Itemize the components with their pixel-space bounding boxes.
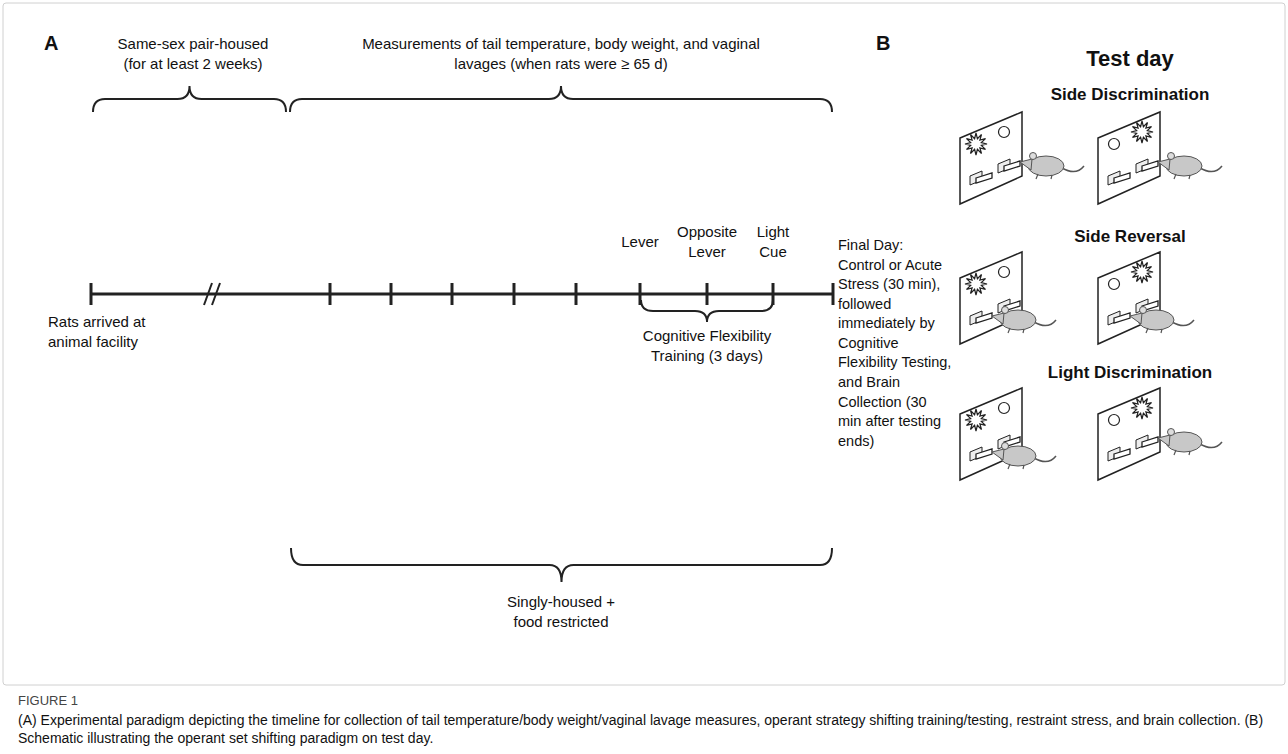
chamber-wall [1098,112,1160,204]
operant-chamber [1098,112,1222,204]
rat-head [1158,435,1170,446]
timeline-tick [329,283,332,305]
curly-brace [93,86,286,112]
lever [1114,313,1130,323]
rat-tail [1172,320,1194,326]
rat-ear [1030,153,1037,160]
lever [1114,173,1130,183]
chamber-wall [960,252,1022,344]
rat-legs [1008,464,1024,469]
axis-break [212,283,220,305]
training-day-label: Lever [610,232,670,252]
rat-figure [1130,307,1194,334]
chamber-wall [960,388,1022,480]
lever [1142,437,1158,447]
rat-legs [1174,174,1190,179]
lever [976,173,992,183]
chamber-wall [1098,388,1160,480]
timeline-tick [706,283,709,305]
rat-legs [1146,328,1162,333]
phase-label: Measurements of tail temperature, body w… [341,34,781,75]
operant-chamber [960,112,1084,204]
rat-head [1020,159,1032,170]
operant-chamber [1098,252,1194,344]
rat-figure [1020,153,1084,180]
rat-ear [1140,307,1147,314]
rat-tail [1062,166,1084,172]
panel-letter: B [876,30,906,57]
lever [1004,161,1020,171]
figure-frame [3,3,1285,685]
rat-legs [1008,328,1024,333]
figure-number: FIGURE 1 [18,692,218,710]
panel-heading: Test day [1030,44,1230,74]
timeline-tick [390,283,393,305]
curly-brace [641,300,773,322]
timeline-tick [575,283,578,305]
cue-light-off [999,403,1010,414]
timeline-tick [451,283,454,305]
rat-tail [1200,442,1222,448]
rat-tail [1200,166,1222,172]
lever [976,449,992,459]
cue-light-off [999,127,1010,138]
lever [1114,449,1130,459]
cue-light-on [965,273,987,295]
rat-ear [1002,443,1009,450]
curly-brace [290,86,832,112]
rat-ear [1002,307,1009,314]
figure-caption: (A) Experimental paradigm depicting the … [18,711,1270,747]
rat-tail [1034,456,1056,462]
cue-light-on [965,133,987,155]
phase-label: Singly-housed + food restricted [496,592,626,633]
final-day-note: Final Day: Control or Acute Stress (30 m… [838,236,954,451]
rat-figure [992,443,1056,470]
rat-head [992,313,1004,324]
timeline-label: Rats arrived at animal facility [48,312,178,353]
rat-legs [1174,450,1190,455]
task-heading: Side Reversal [1000,226,1260,249]
rat-figure [1158,429,1222,456]
rat-figure [992,307,1056,334]
rat-head [1130,313,1142,324]
timeline-axis [90,293,834,296]
rat-ear [1168,153,1175,160]
operant-chamber [1098,388,1222,480]
cue-light-off [1109,279,1120,290]
task-heading: Light Discrimination [1000,362,1260,385]
cue-light-on [1131,121,1153,143]
task-heading: Side Discrimination [1000,84,1260,107]
curly-brace [291,548,832,582]
rat-figure [1158,153,1222,180]
rat-head [992,449,1004,460]
rat-head [1158,159,1170,170]
cue-light-on [1131,397,1153,419]
training-day-label: Opposite Lever [672,222,742,263]
lever [976,313,992,323]
cue-light-off [1109,415,1120,426]
timeline-tick [832,283,835,305]
training-day-label: Light Cue [747,222,799,263]
rat-legs [1036,174,1052,179]
timeline-tick [90,283,93,305]
chamber-wall [1098,252,1160,344]
panel-letter: A [44,30,74,57]
phase-label: Cognitive Flexibility Training (3 days) [627,326,787,367]
axis-break [204,283,212,305]
phase-label: Same-sex pair-housed (for at least 2 wee… [107,34,279,75]
cue-light-on [965,409,987,431]
cue-light-off [999,267,1010,278]
timeline-tick [513,283,516,305]
cue-light-on [1131,261,1153,283]
cue-light-off [1109,139,1120,150]
operant-chamber [960,252,1056,344]
rat-tail [1034,320,1056,326]
operant-chamber [960,388,1056,480]
chamber-wall [960,112,1022,204]
rat-ear [1168,429,1175,436]
lever [1142,161,1158,171]
